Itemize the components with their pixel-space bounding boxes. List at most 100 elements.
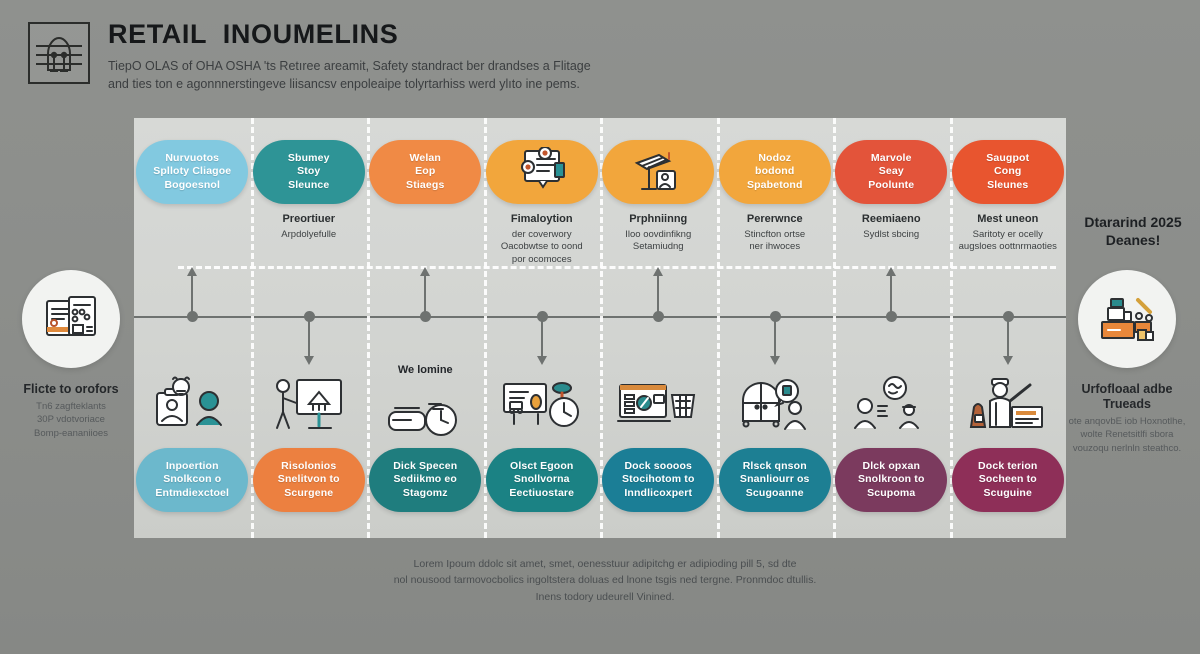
left-endcap-body: Tn6 zagfteklants 30P vdotvoriace Bomp-ea… [8,400,134,440]
timeline-node-dot[interactable] [536,311,548,322]
top-pill-line-1: Welan [409,151,441,164]
laptop-discount-cart-icon [603,366,713,442]
page-subtitle: TiepO OLAS of OHA OSHA 'ts Retıree aream… [108,57,591,93]
bottom-pill-line-2: Snolkcon o [163,473,222,486]
bottom-pill-line-2: Snollvorna [513,473,570,486]
top-pill-line-3: Bogoesnol [164,178,221,191]
subtitle-line-1: TiepO OLAS of OHA OSHA 'ts Retıree aream… [108,59,591,74]
stage-caption-line-2: Oacobwtse to oond [500,241,583,253]
column-separator [483,118,487,538]
bottom-pill-line-1: Olsct Egoon [510,459,574,472]
timeline-node-dot[interactable] [769,311,781,322]
stage-caption-line-1: Iloo oovdinfikng [625,228,692,240]
left-endcap: Flicte to orofors Tn6 zagfteklants 30P v… [8,270,134,440]
timeline-connector [424,273,427,317]
worker-inspection-icon [953,366,1063,442]
top-pill-line-2: Cong [994,165,1022,178]
top-pill-line-3: Poolunte [868,178,915,191]
right-endcap-body: ote anqovbE iob Hoxnotlhe, wolte Renetsi… [1064,415,1190,455]
bottom-pill-line-2: Socheen to [978,473,1037,486]
timeline-connector [773,317,776,359]
stage-caption-line-1: der coverwory [511,228,572,240]
bottom-pill-line-3: Stagomz [402,486,448,499]
top-pill-line-1: Nurvuotos [165,151,220,164]
stage-caption-title: Pererwnce [746,213,803,225]
footer-line-1: Lorem Ipoum ddolc sit amet, smet, oeness… [413,558,797,570]
left-endcap-line-3: Bomp-eananiioes [34,427,108,439]
mid-icon-label: We lomine [397,364,453,376]
stage-caption-title: Mest uneon [977,213,1039,225]
timeline-node-dot[interactable] [1002,311,1014,322]
top-pill-line-3: Stiaegs [406,178,445,191]
bottom-pill-line-3: Eectiuostare [509,486,575,499]
bottom-pill-line-3: Scurgene [284,486,334,499]
right-endcap-line-3: vouzoqu nerlnln steathco. [1072,442,1182,454]
presenter-whiteboard-icon [254,366,364,442]
left-endcap-title: Flicte to orofors [23,382,119,396]
board-clock-icon [487,366,597,442]
stage-caption-title: Fimaloytion [510,213,573,225]
stage-caption-title: Prphniinng [629,213,688,225]
stage-caption-title: Preortiuer [282,213,336,225]
stage-caption-line-2: Setamiudng [632,241,684,253]
stage-caption-line-1: Arpdolyefulle [281,228,337,240]
right-endcap: Urfofloaal adbe Trueads ote anqovbE iob … [1064,270,1190,455]
timeline-connector [657,273,660,317]
arrow-up-icon [886,267,897,276]
column-separator [250,118,254,538]
bottom-pill-line-1: Dock soooos [624,459,693,472]
document-stamp-icon[interactable] [485,140,598,204]
arrow-down-icon [536,356,547,365]
bottom-pill-line-2: Stocihotom to [621,473,695,486]
top-pill-line-2: bodond [755,165,795,178]
column-separator [949,118,953,538]
timeline-connector [540,317,543,359]
staff-briefing-icon [836,366,946,442]
storefront-blueprint-icon [28,22,90,84]
top-pill-line-1: Sbumey [287,151,330,164]
arrow-up-icon [420,267,431,276]
solar-panel-signage-icon[interactable] [602,140,715,204]
left-endcap-line-1: Tn6 zagfteklants [36,401,106,412]
right-endcap-line-2: wolte Renetsitlfi sbora [1080,429,1174,441]
stage-caption-line-1: Stincfton ortse [744,228,806,240]
stage-caption-line-2: ner ihwoces [749,241,801,253]
column-separator [833,118,836,538]
column-separator [600,118,603,538]
timeline-node-dot[interactable] [303,311,315,322]
timeline-connector [890,273,893,317]
arrow-down-icon [303,356,314,365]
idea-person-badge-icon [137,366,247,442]
arrow-down-icon [769,356,780,365]
side-note-line-1: Dtararind 2025 [1084,214,1182,230]
top-pill-line-2: Splloty Cliagoe [153,165,232,178]
bottom-pill-line-3: Entmdiexctoel [155,486,230,499]
arrow-down-icon [1002,356,1013,365]
fitting-room-customer-icon [720,366,830,442]
